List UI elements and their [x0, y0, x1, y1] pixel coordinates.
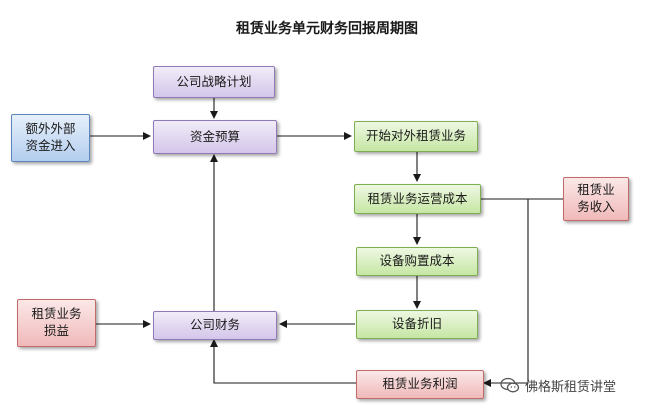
node-strategy: 公司战略计划: [153, 66, 275, 98]
wechat-icon: [500, 377, 520, 394]
node-company-finance: 公司财务: [153, 311, 277, 340]
watermark: 佛格斯租赁讲堂: [500, 376, 616, 395]
node-equipment-purchase: 设备购置成本: [356, 247, 478, 276]
node-depreciation: 设备折旧: [356, 310, 478, 339]
node-operating-cost: 租赁业务运营成本: [354, 184, 481, 214]
node-revenue: 租赁业 务收入: [563, 177, 629, 221]
node-gain-loss: 租赁业务 损益: [17, 299, 96, 347]
diagram-title: 租赁业务单元财务回报周期图: [236, 21, 418, 37]
node-start-leasing: 开始对外租赁业务: [354, 121, 478, 152]
node-external-funds: 额外外部 资金进入: [11, 114, 90, 162]
arrow-revenue-to-profit: [483, 199, 529, 387]
node-profit: 租赁业务利润: [356, 370, 484, 399]
node-budget: 资金预算: [153, 120, 277, 154]
arrow-profit-to-finance: [210, 339, 356, 384]
watermark-text: 佛格斯租赁讲堂: [525, 380, 617, 395]
